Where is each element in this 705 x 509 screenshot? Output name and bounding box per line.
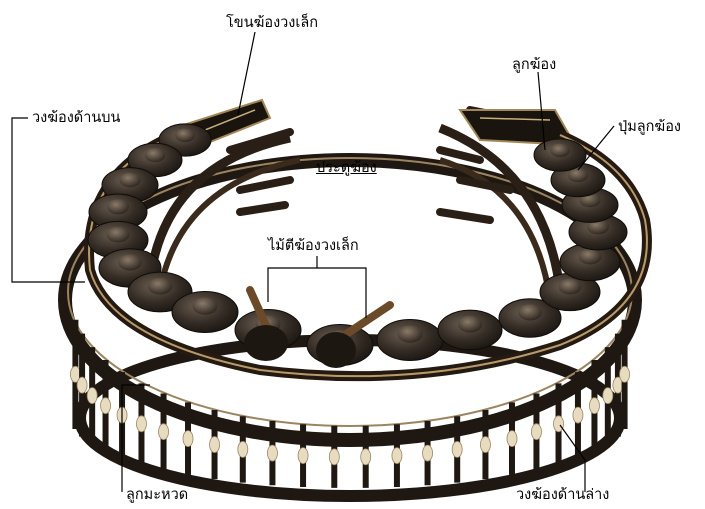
label-upper-ring: วงฆ้องด้านบน xyxy=(32,109,120,127)
rattan-bead xyxy=(361,449,371,465)
label-small-gong-frame-end: โขนฆ้องวงเล็ก xyxy=(226,14,318,32)
rattan-bead xyxy=(77,377,87,393)
label-gong-opening: ประตูฆ้อง xyxy=(316,159,377,177)
rattan-bead xyxy=(507,431,517,447)
rattan-bead xyxy=(480,437,490,453)
rattan-bead xyxy=(298,448,308,464)
rattan-bead xyxy=(620,366,630,382)
gong-kettle xyxy=(172,292,238,333)
rattan-bead xyxy=(589,398,599,414)
rattan-bead xyxy=(136,416,146,432)
rattan-bead xyxy=(267,445,277,461)
rattan-bead xyxy=(603,388,613,404)
rattan-bead xyxy=(87,388,97,404)
rattan-bead xyxy=(101,398,111,414)
gong-kettle xyxy=(377,320,443,361)
rattan-bead xyxy=(159,424,169,440)
label-gong-kettle: ลูกฆ้อง xyxy=(512,56,556,74)
rattan-bead xyxy=(238,441,248,457)
label-rattan-beads: ลูกมะหวด xyxy=(126,486,188,504)
label-mallets: ไม้ตีฆ้องวงเล็ก xyxy=(268,237,359,255)
gong-kettle xyxy=(534,139,586,171)
rattan-bead xyxy=(423,445,433,461)
rattan-bead xyxy=(392,448,402,464)
rattan-bead xyxy=(531,424,541,440)
label-gong-boss: ปุ่มลูกฆ้อง xyxy=(618,118,681,136)
label-lower-ring: วงฆ้องด้านล่าง xyxy=(516,486,609,504)
rattan-bead xyxy=(183,431,193,447)
rattan-bead xyxy=(210,437,220,453)
gong-kettle xyxy=(438,310,502,350)
rattan-bead xyxy=(573,407,583,423)
rattan-bead xyxy=(329,449,339,465)
rattan-bead xyxy=(452,441,462,457)
rattan-bead xyxy=(554,416,564,432)
